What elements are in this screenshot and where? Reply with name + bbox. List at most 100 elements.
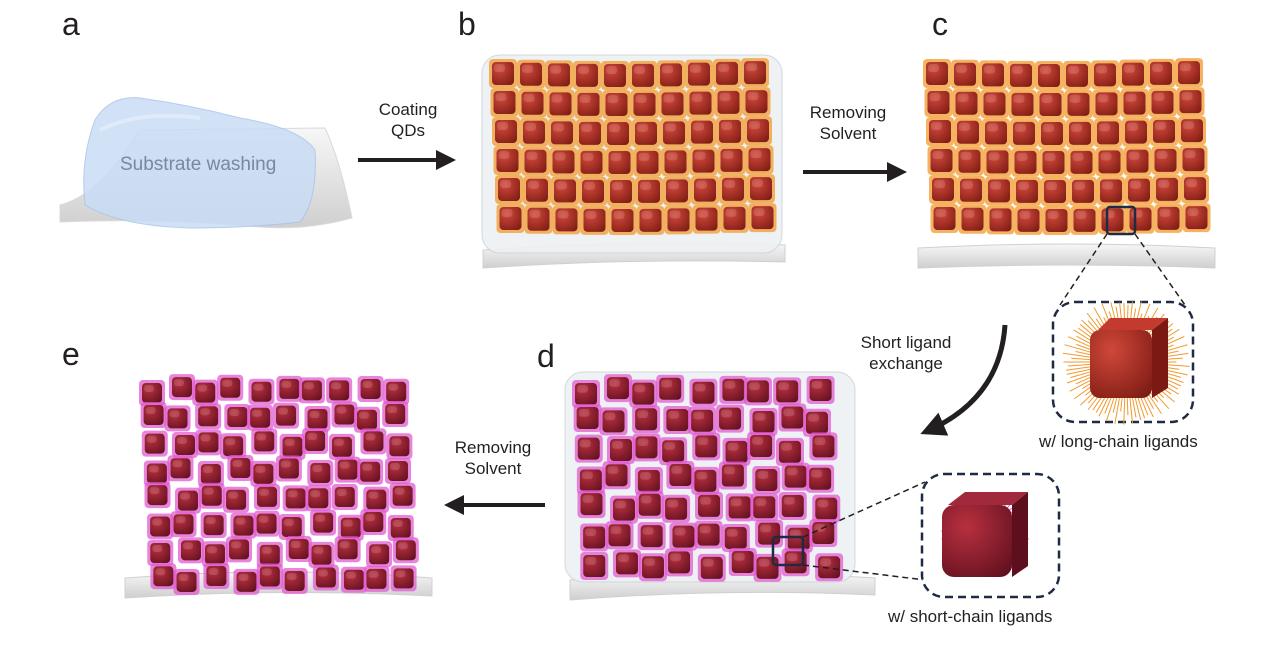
qd-cube xyxy=(1067,147,1096,177)
qd-cube xyxy=(632,118,660,148)
qd-cube xyxy=(1066,118,1094,148)
qd-cube xyxy=(629,60,657,90)
qd-cube xyxy=(1042,205,1071,235)
qd-cube xyxy=(285,536,312,563)
qd-cube xyxy=(982,118,1010,148)
qd-cube xyxy=(382,401,409,428)
zoom-line-d-top xyxy=(802,481,926,538)
qd-cube xyxy=(144,482,171,509)
qd-cube xyxy=(1150,116,1178,146)
qd-cube xyxy=(577,147,606,177)
qd-cube xyxy=(307,460,334,487)
short-chain-caption: w/ short-chain ligands xyxy=(888,607,1053,626)
qd-cube xyxy=(521,146,550,176)
qd-cube xyxy=(722,437,751,466)
qd-cube xyxy=(573,60,601,90)
qd-cube xyxy=(697,553,726,582)
panel-letter-b: b xyxy=(458,6,476,42)
qd-cube xyxy=(141,430,168,457)
qd-cube xyxy=(685,59,713,89)
qd-cube xyxy=(1181,174,1209,204)
qd-cube xyxy=(308,541,335,568)
qd-cube xyxy=(1036,89,1065,119)
qd-cube xyxy=(812,494,841,523)
ligand-exchange-line2: exchange xyxy=(869,354,943,373)
qd-cube xyxy=(517,59,545,89)
qd-cube xyxy=(331,483,358,510)
ligand-exchange-label: Short ligand exchange xyxy=(852,332,960,374)
qd-cube xyxy=(545,60,573,90)
qd-cube xyxy=(747,432,776,461)
qd-cube xyxy=(147,513,174,540)
qd-cube xyxy=(661,147,690,177)
qd-cube xyxy=(1094,118,1122,148)
qd-cube xyxy=(520,117,548,147)
qd-cube xyxy=(579,176,607,206)
qd-cube xyxy=(753,553,782,582)
qd-cube xyxy=(1122,117,1150,147)
qd-cube xyxy=(719,375,748,404)
qd-cube xyxy=(634,466,663,495)
removing-1-line1: Removing xyxy=(809,103,887,122)
qd-cube xyxy=(574,89,603,119)
zoom-line-c-left xyxy=(1059,233,1108,306)
qd-cube xyxy=(177,537,204,564)
qd-cube xyxy=(605,521,634,550)
qd-cube xyxy=(952,88,981,118)
ligand-exchange-line1: Short ligand xyxy=(860,333,952,352)
qd-cube xyxy=(576,118,604,148)
qd-cube xyxy=(688,406,717,435)
qd-cube xyxy=(630,89,659,119)
qd-cube xyxy=(695,491,724,520)
qd-cube xyxy=(192,379,219,406)
qd-cube xyxy=(929,175,957,204)
qd-cube xyxy=(334,456,361,483)
qd-cube xyxy=(1098,205,1127,235)
panel-c-substrate xyxy=(917,243,1216,269)
qd-cube xyxy=(778,491,807,520)
removing-solvent-label-1: Removing Solvent xyxy=(796,102,900,144)
qd-cube xyxy=(493,146,522,175)
qd-cube xyxy=(607,176,635,206)
qd-cube xyxy=(1178,116,1206,146)
qd-cube xyxy=(926,117,954,146)
qd-cube xyxy=(233,568,260,595)
qd-cube xyxy=(1125,175,1153,205)
qd-cube xyxy=(387,514,414,541)
qd-cube xyxy=(217,374,244,401)
qd-cube xyxy=(1151,145,1180,175)
qd-cube xyxy=(609,495,638,524)
panel-letter-e: e xyxy=(62,336,80,372)
qd-cube xyxy=(360,509,387,536)
qd-cube xyxy=(360,428,387,455)
coating-label-line1: Coating xyxy=(378,100,438,119)
panel-e-qd-array xyxy=(139,374,419,595)
qd-cube xyxy=(750,493,779,522)
qd-cube xyxy=(1147,58,1175,88)
qd-cube xyxy=(253,510,280,537)
qd-cube xyxy=(985,176,1013,206)
qd-cube xyxy=(546,89,575,119)
panel-c-qd-array xyxy=(923,58,1211,235)
inset-long-chain xyxy=(1051,300,1195,425)
qd-cube xyxy=(806,464,835,493)
qd-cube xyxy=(721,523,750,552)
qd-cube xyxy=(223,486,250,513)
qd-cube xyxy=(657,60,685,90)
qd-cube xyxy=(986,205,1015,235)
qd-cube xyxy=(197,460,224,487)
qd-cube xyxy=(744,116,772,146)
qd-cube xyxy=(669,522,698,551)
qd-cube xyxy=(635,490,664,519)
qd-cube xyxy=(752,466,781,495)
qd-cube xyxy=(304,405,331,432)
qd-cube xyxy=(954,117,982,147)
qd-cube xyxy=(603,374,632,403)
qd-cube xyxy=(980,89,1009,119)
qd-cube xyxy=(200,512,227,539)
qd-cube xyxy=(580,205,609,235)
qd-cube xyxy=(951,59,979,89)
zoom-line-d-bottom xyxy=(802,564,926,581)
